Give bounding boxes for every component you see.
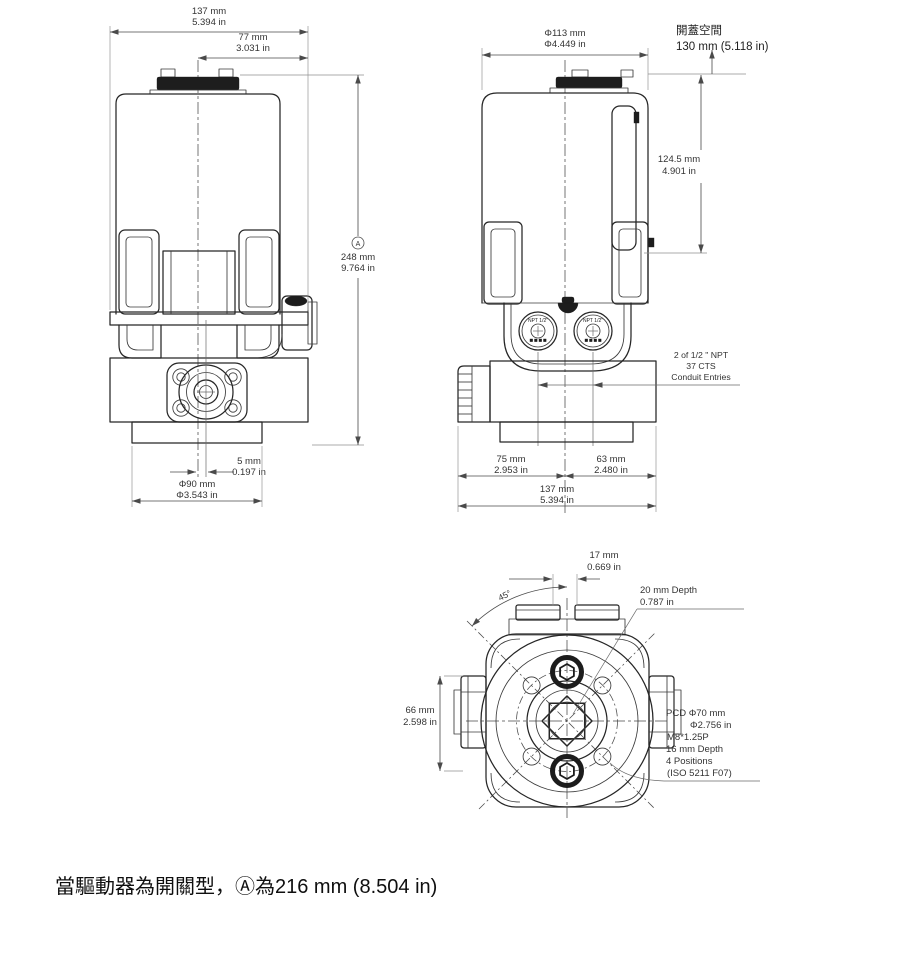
dim-right-in: 2.480 in [594,465,628,476]
pcd-note-line2: Φ2.756 in [690,720,731,731]
side-top-cap [549,69,634,94]
bottom-view: 17 mm 0.669 in 45° 66 mm 2.598 in 20 mm … [403,550,760,818]
dim-17-in: 0.669 in [587,562,621,573]
dim-shaft-offset-in: 0.197 in [232,467,266,478]
conduit-housing [503,302,632,372]
conduit-leader-arrow-left [538,382,548,388]
dim-17-mm: 17 mm [589,550,618,561]
dim-front-height-in: 9.764 in [341,263,375,274]
bottom-flange-circles [480,634,654,808]
dim-body-dia-in: Φ4.449 in [544,39,585,50]
front-view: 137 mm 5.394 in 77 mm 3.031 in A 248 mm … [109,6,375,507]
pcd-note-line4: 16 mm Depth [666,744,723,755]
pcd-note: PCD Φ70 mm Φ2.756 in M8*1.25P 16 mm Dept… [609,708,760,782]
front-yoke-section [109,229,318,359]
front-top-cap [149,68,247,95]
dim-front-halfwidth-in: 3.031 in [236,43,270,54]
output-drive-socket [541,695,593,747]
dim-66-mm: 66 mm [405,705,434,716]
cover-clearance-label: 開蓋空間 [676,23,722,37]
output-shaft-boss [178,320,234,477]
side-base [457,360,657,443]
port-left-label: NPT 1/2" [528,318,548,324]
manual-override-housing [457,365,491,423]
conduit-leader-arrow-right [593,382,603,388]
bottom-side-tab-left [453,675,487,749]
side-yoke-section: NPT 1/2" NPT 1/2" [482,221,649,446]
dim-base-dia-in: Φ3.543 in [176,490,217,501]
hex-bolt-bottom [550,754,584,788]
depth-note-line2: 0.787 in [640,597,674,608]
dim-total-in: 5.394 in [540,495,574,506]
cover-clearance-value: 130 mm (5.118 in) [676,41,769,53]
conduit-note-line3: Conduit Entries [671,372,731,382]
side-cover-body [481,92,649,304]
dim-front-width-in: 5.394 in [192,17,226,28]
dim-total-mm: 137 mm [540,484,574,495]
side-view: NPT 1/2" NPT 1/2" [457,23,769,516]
pcd-bolt-circle [516,670,618,772]
bottom-side-tab-right [648,675,682,749]
dim-height-label-a: A [356,241,361,248]
mounting-flange-plate [166,362,248,423]
front-dimensions: 137 mm 5.394 in 77 mm 3.031 in A 248 mm … [109,6,375,507]
dim-body-dia-mm: Φ113 mm [544,28,585,39]
side-dimensions: Φ113 mm Φ4.449 in 開蓋空間 130 mm (5.118 in)… [457,23,769,512]
dim-right-mm: 63 mm [596,454,625,465]
dim-cover-height-in: 4.901 in [662,166,696,177]
pcd-note-line5: 4 Positions [666,756,713,767]
side-channel [611,105,655,251]
front-cylinder-body [115,93,281,315]
dim-front-width-mm: 137 mm [192,6,226,17]
dim-front-halfwidth-mm: 77 mm [238,32,267,43]
front-base [109,320,309,477]
dim-front-height-mm: 248 mm [341,252,375,263]
dim-left-in: 2.953 in [494,465,528,476]
conduit-port-left: NPT 1/2" [518,311,558,351]
footer-note: 當驅動器為開關型，Ⓐ為216 mm (8.504 in) [55,875,437,898]
angle-45-label: 45° [497,588,513,603]
dim-cover-height-mm: 124.5 mm [658,154,700,165]
flange-bolt-holes [172,368,242,417]
depth-note-line1: 20 mm Depth [640,585,697,596]
dim-shaft-offset-mm: 5 mm [237,456,261,467]
port-right-label: NPT 1/2" [583,318,603,324]
pcd-note-line3: M8*1.25P [667,732,709,743]
circled-a-symbol [351,236,365,250]
dim-base-dia-mm: Φ90 mm [179,479,216,490]
dim-66-in: 2.598 in [403,717,437,728]
bottom-corner-details [490,638,645,803]
pcd-note-line1: PCD Φ70 mm [666,708,725,719]
dim-left-mm: 75 mm [496,454,525,465]
pcd-note-line6: (ISO 5211 F07) [667,768,732,779]
conduit-port-right: NPT 1/2" [573,311,613,351]
bottom-dimensions: 17 mm 0.669 in 45° 66 mm 2.598 in 20 mm … [403,550,760,782]
mounting-holes [522,676,612,766]
conduit-note-line2: 37 CTS [686,361,716,371]
conduit-note-line1: 2 of 1/2 " NPT [674,350,729,360]
hex-bolt-top [550,655,584,689]
